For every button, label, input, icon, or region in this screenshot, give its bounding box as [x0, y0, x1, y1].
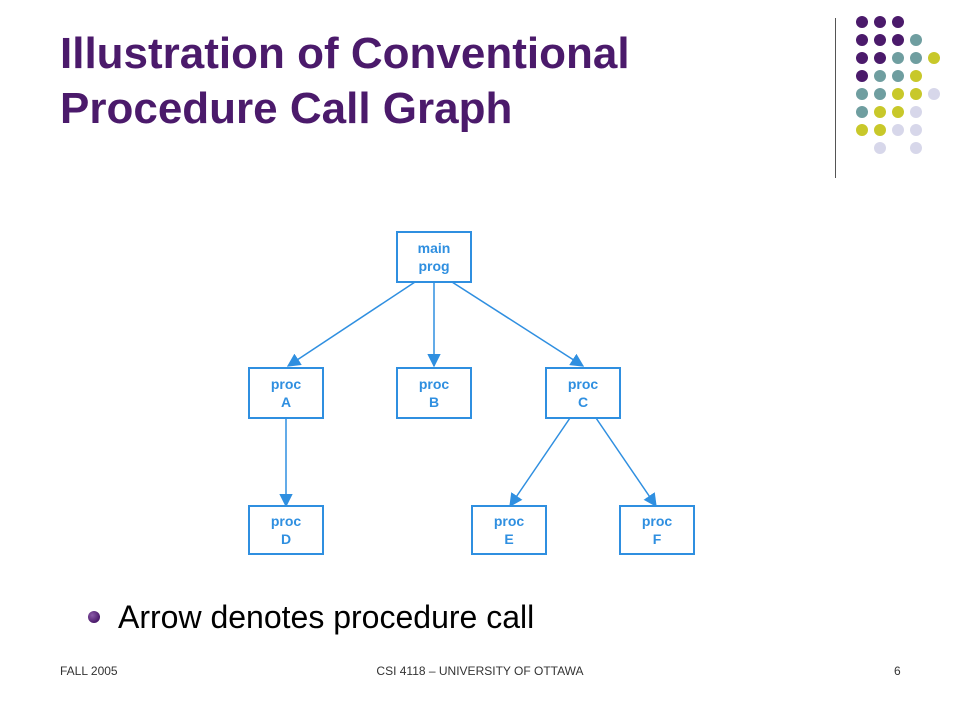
node-proc-d: proc D: [248, 505, 324, 555]
footer-date: FALL 2005: [60, 664, 118, 678]
dot: [874, 34, 886, 46]
call-edge-main-to-a: [286, 281, 416, 367]
dot: [892, 16, 904, 28]
dot: [928, 88, 940, 100]
dot: [910, 88, 922, 100]
dot: [892, 88, 904, 100]
node-proc-a: proc A: [248, 367, 324, 419]
node-d-line1: proc: [271, 513, 302, 529]
bullet-item: Arrow denotes procedure call: [88, 597, 534, 637]
dot: [856, 34, 868, 46]
node-b-line2: B: [429, 394, 439, 410]
dot: [856, 106, 868, 118]
node-f-line1: proc: [642, 513, 673, 529]
node-b-line1: proc: [419, 376, 450, 392]
node-f-line2: F: [653, 531, 662, 547]
node-d-line2: D: [281, 531, 291, 547]
call-edge-c-to-e: [509, 417, 571, 508]
dot: [910, 124, 922, 136]
dot: [892, 106, 904, 118]
slide-title-line1: Illustration of Conventional: [60, 29, 630, 78]
dot: [910, 52, 922, 64]
dot: [856, 88, 868, 100]
call-edge-c-to-f: [595, 417, 657, 508]
dot: [874, 124, 886, 136]
slide-title-line2: Procedure Call Graph: [60, 84, 513, 133]
call-edge-main-to-c: [451, 281, 585, 367]
bullet-text: Arrow denotes procedure call: [118, 598, 535, 635]
node-a-line2: A: [281, 394, 291, 410]
dot: [910, 142, 922, 154]
footer-course: CSI 4118 – UNIVERSITY OF OTTAWA: [376, 664, 584, 678]
node-c-line1: proc: [568, 376, 599, 392]
dot: [874, 52, 886, 64]
dot: [892, 70, 904, 82]
node-proc-e: proc E: [471, 505, 547, 555]
footer-page-number: 6: [894, 664, 901, 678]
dot: [892, 124, 904, 136]
node-main-line1: main: [418, 240, 451, 256]
node-e-line1: proc: [494, 513, 525, 529]
decorative-divider: [835, 18, 836, 178]
dot: [892, 34, 904, 46]
dot: [856, 16, 868, 28]
call-graph-diagram: main prog proc A proc B proc C proc D pr…: [248, 231, 695, 555]
dot: [892, 52, 904, 64]
dot: [910, 34, 922, 46]
dot: [874, 106, 886, 118]
bullet-dot-icon: [88, 611, 100, 623]
dot: [910, 106, 922, 118]
decorative-dot-grid: [856, 16, 940, 154]
node-main-line2: prog: [418, 258, 449, 274]
dot: [874, 70, 886, 82]
slide-title: Illustration of Conventional Procedure C…: [60, 26, 800, 136]
node-c-line2: C: [578, 394, 588, 410]
node-e-line2: E: [504, 531, 513, 547]
node-main-prog: main prog: [396, 231, 472, 283]
node-proc-b: proc B: [396, 367, 472, 419]
dot: [856, 70, 868, 82]
dot: [874, 16, 886, 28]
node-proc-c: proc C: [545, 367, 621, 419]
node-a-line1: proc: [271, 376, 302, 392]
dot: [856, 52, 868, 64]
dot: [856, 124, 868, 136]
dot: [874, 142, 886, 154]
node-proc-f: proc F: [619, 505, 695, 555]
dot: [874, 88, 886, 100]
dot: [910, 70, 922, 82]
dot: [928, 52, 940, 64]
